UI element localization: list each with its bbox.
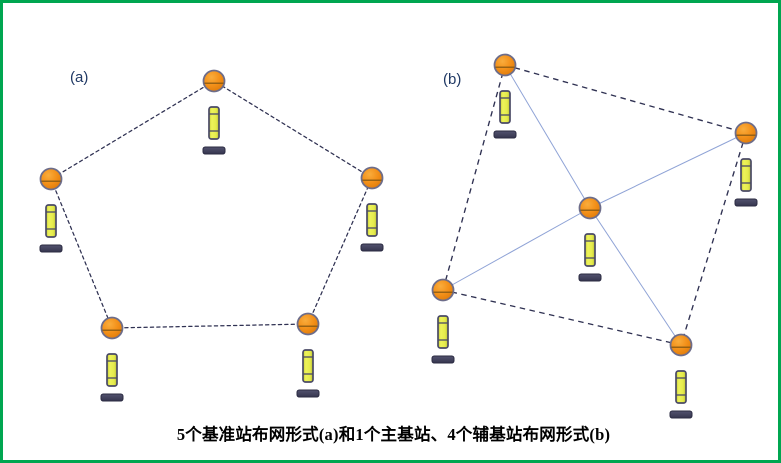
network-diagram-canvas: [38, 53, 759, 420]
panel-a-label: (a): [70, 69, 89, 86]
link-b-right-bottom: [680, 132, 747, 346]
station-b-right[interactable]: [733, 121, 759, 208]
link-b-top-right: [504, 64, 747, 134]
hub-link-center-right: [589, 132, 747, 209]
panel-b-stations: [430, 53, 759, 420]
link-a-top-left: [50, 80, 215, 180]
figure-caption: 5个基准站布网形式(a)和1个主基站、4个辅基站布网形式(b): [176, 425, 611, 444]
station-a-left[interactable]: [38, 167, 64, 254]
panel-b-group: [430, 53, 759, 420]
station-b-left[interactable]: [430, 278, 456, 365]
link-a-left-bottomleft: [50, 178, 113, 329]
station-a-right[interactable]: [359, 166, 385, 253]
hub-link-center-top: [504, 64, 591, 209]
panel-b-label: (b): [443, 71, 462, 88]
panel-a-links: [50, 80, 373, 329]
station-b-top[interactable]: [492, 53, 518, 140]
station-b-center[interactable]: [577, 196, 603, 283]
station-b-bottom[interactable]: [668, 333, 694, 420]
link-a-right-top: [213, 80, 373, 179]
link-b-left-top: [442, 64, 506, 291]
link-a-bottomleft-bottomright: [111, 323, 309, 329]
hub-link-center-bottom: [589, 207, 682, 346]
panel-a-stations: [38, 69, 385, 403]
hub-link-center-left: [442, 207, 591, 291]
link-a-bottomright-right: [307, 177, 373, 325]
link-b-bottom-left: [442, 289, 682, 346]
panel-b-outer-links: [442, 64, 747, 346]
station-a-bottom-right[interactable]: [295, 312, 321, 399]
panel-a-group: [38, 69, 385, 403]
station-a-top[interactable]: [201, 69, 227, 156]
panel-b-hub-links: [442, 64, 747, 346]
station-a-bottom-left[interactable]: [99, 316, 125, 403]
